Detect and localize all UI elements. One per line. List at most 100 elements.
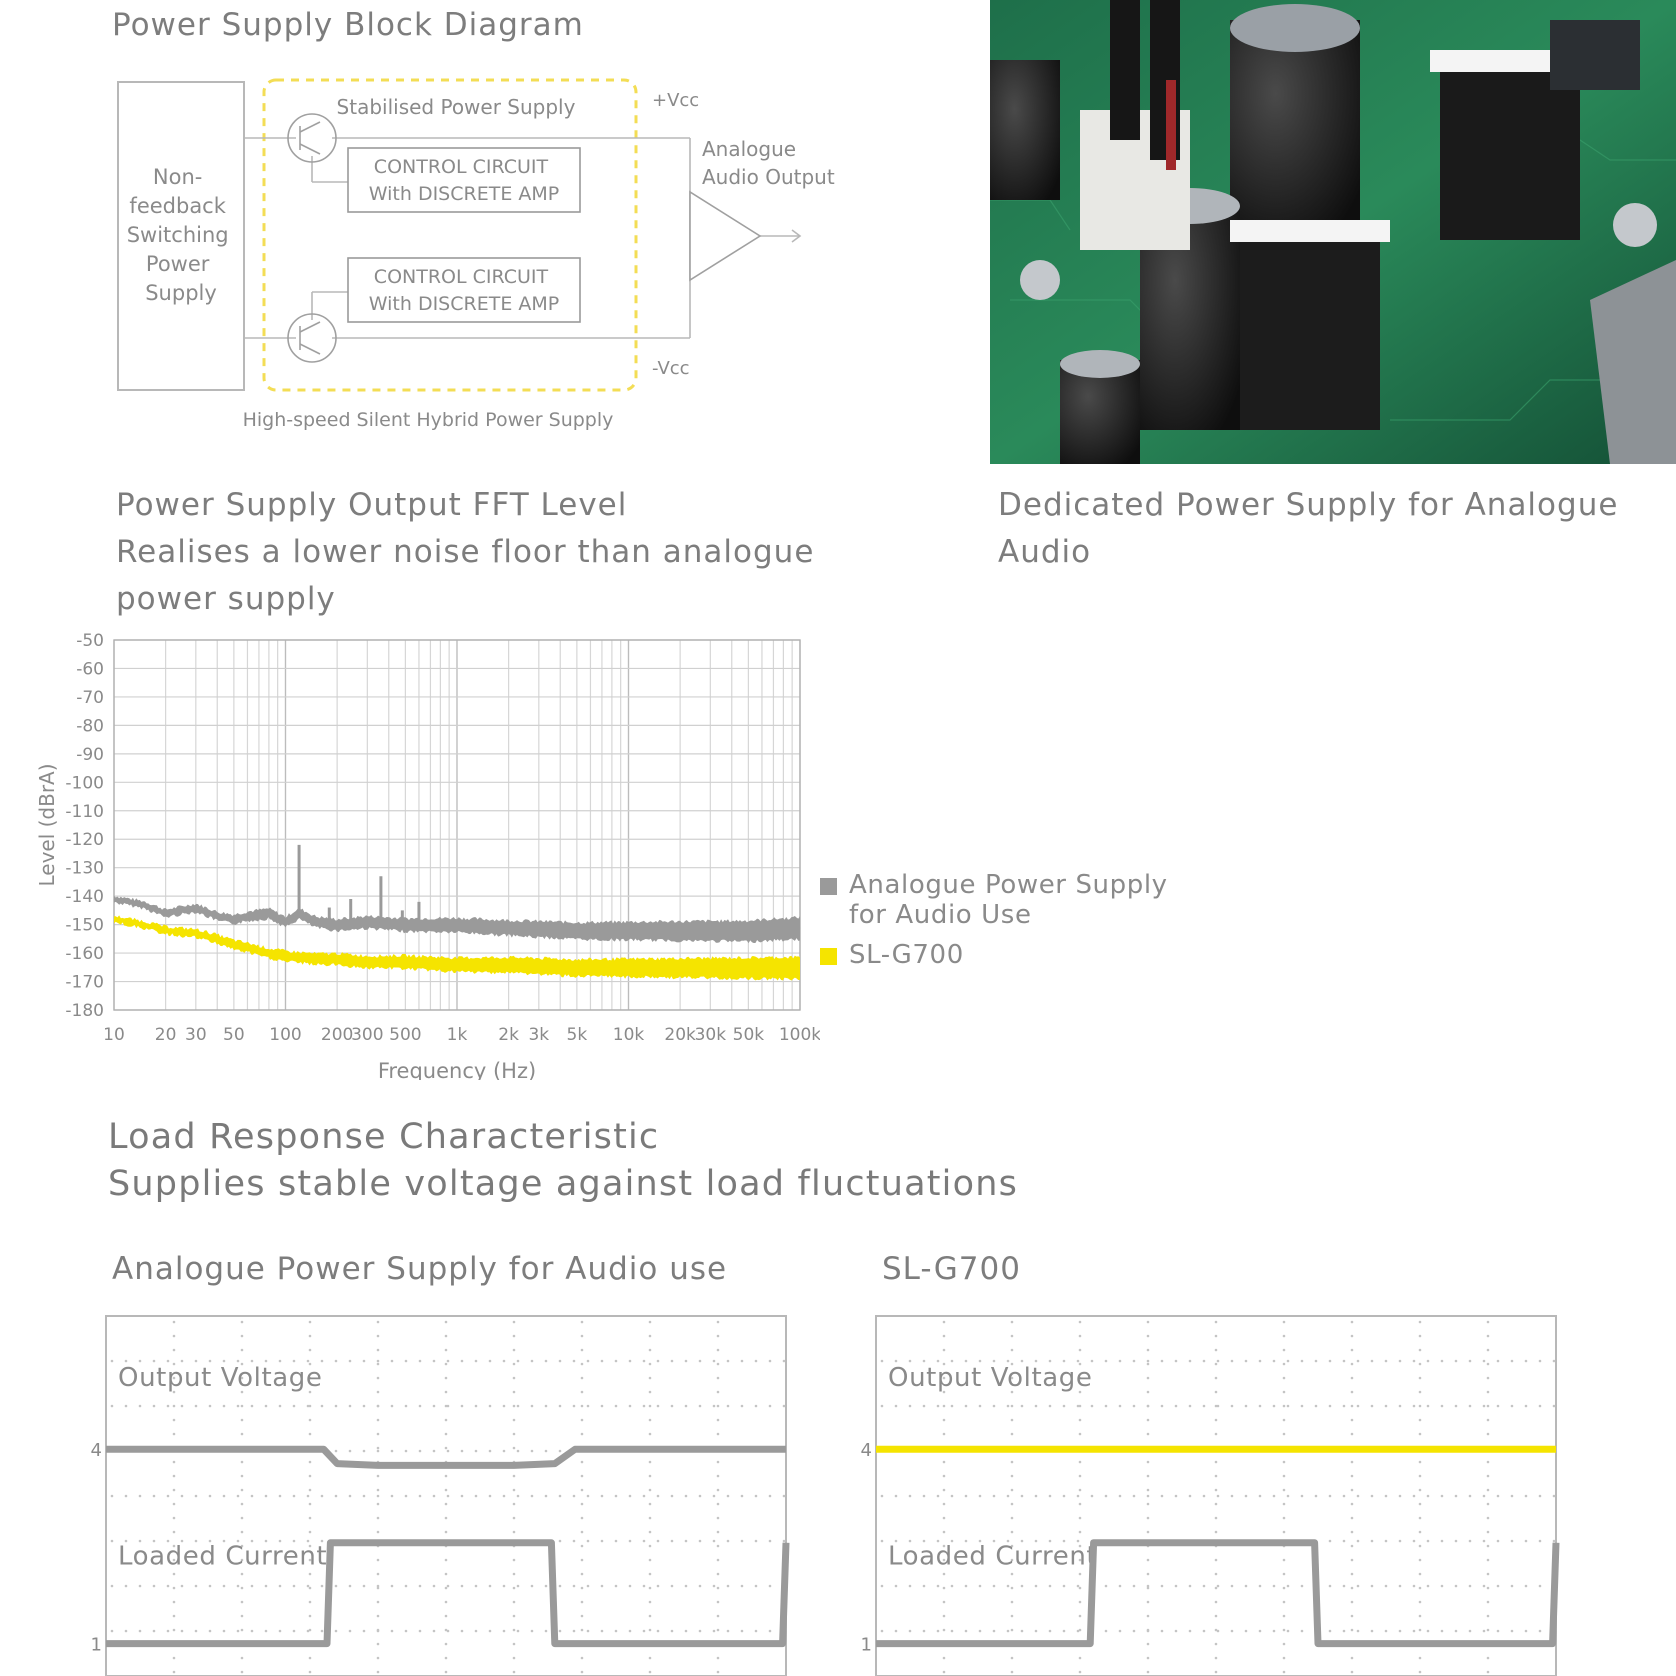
- stabilised-label: Stabilised Power Supply: [337, 95, 576, 119]
- legend-swatch-slg700: [820, 948, 837, 965]
- fft-y-tick-label: -70: [76, 688, 104, 708]
- fft-y-tick-label: -60: [76, 659, 104, 679]
- legend-swatch-analogue: [820, 878, 837, 895]
- fft-heading-line-3: power supply: [116, 581, 336, 617]
- legend-label-slg700: SL-G700: [849, 940, 964, 970]
- fft-x-tick-label: 5k: [567, 1025, 588, 1045]
- control-2-line-2: With DISCRETE AMP: [369, 293, 559, 315]
- fft-x-tick-label: 30k: [695, 1025, 727, 1045]
- scope-right-marker-1: 1: [861, 1635, 872, 1656]
- fft-x-tick-label: 20: [155, 1025, 177, 1045]
- scope-left-title: Analogue Power Supply for Audio use: [112, 1251, 728, 1287]
- photo-caption-line-2: Audio: [998, 534, 1092, 570]
- scope-left-output-voltage-label: Output Voltage: [118, 1363, 323, 1393]
- scope-right-output-voltage-label: Output Voltage: [888, 1363, 1093, 1393]
- load-response-heading: Load Response Characteristic Supplies st…: [108, 1114, 1018, 1208]
- fft-x-tick-label: 30: [185, 1025, 207, 1045]
- fft-y-tick-label: -180: [65, 1001, 104, 1021]
- scope-left-marker-4: 4: [91, 1440, 102, 1461]
- output-line-1: Analogue: [702, 137, 796, 161]
- scope-left-marker-1: 1: [91, 1635, 102, 1656]
- block-diagram-caption: High-speed Silent Hybrid Power Supply: [243, 409, 614, 431]
- scope-left-current-trace: [106, 1539, 790, 1648]
- switching-line-5: Supply: [145, 281, 217, 305]
- fft-chart: -50-60-70-80-90-100-110-120-130-140-150-…: [35, 631, 820, 1080]
- fft-y-tick-label: -80: [76, 716, 104, 736]
- fft-y-tick-label: -100: [65, 773, 104, 793]
- fft-x-tick-label: 300: [351, 1025, 383, 1045]
- output-line-2: Audio Output: [702, 165, 835, 189]
- fft-series-analogue: [113, 895, 801, 944]
- fft-x-tick-label: 500: [389, 1025, 421, 1045]
- fft-grid: [113, 639, 801, 1011]
- fft-x-tick-label: 100: [269, 1025, 301, 1045]
- scope-left-grid-dots: [110, 1320, 786, 1674]
- fft-x-tick-label: 50: [223, 1025, 245, 1045]
- legend-label-analogue: Analogue Power Supply for Audio Use: [849, 870, 1168, 930]
- scope-right-marker-4: 4: [861, 1440, 872, 1461]
- scope-right-title: SL-G700: [882, 1251, 1021, 1287]
- fft-series-analogue-line: [113, 897, 801, 932]
- output-label: Analogue Audio Output: [702, 137, 835, 189]
- circuit-board-photo: [990, 0, 1676, 464]
- fft-x-tick-label: 200: [321, 1025, 353, 1045]
- scope-right-loaded-current-label: Loaded Current: [888, 1541, 1097, 1571]
- stabilised-region: [262, 78, 638, 392]
- fft-series-slg700: [113, 915, 800, 981]
- switching-line-1: Non-: [153, 165, 202, 189]
- transistor-top-icon: [287, 113, 337, 163]
- scope-right-grid-dots: [880, 1320, 1556, 1674]
- fft-x-tick-label: 100k: [779, 1025, 820, 1045]
- fft-plot-frame: [113, 639, 801, 1011]
- fft-y-tick-label: -140: [65, 887, 104, 907]
- fft-x-tick-label: 20k: [664, 1025, 696, 1045]
- fft-x-tick-label: 3k: [528, 1025, 549, 1045]
- fft-x-tick-label: 10: [103, 1025, 125, 1045]
- amplifier-triangle-icon: [689, 190, 762, 282]
- control-2-line-1: CONTROL CIRCUIT: [374, 266, 549, 288]
- fft-y-axis-label: Level (dBrA): [35, 763, 59, 886]
- switching-supply-label: Non- feedback Switching Power Supply: [127, 165, 236, 305]
- fft-y-tick-label: -90: [76, 745, 104, 765]
- control-1-line-2: With DISCRETE AMP: [369, 183, 559, 205]
- fft-y-tick-label: -150: [65, 916, 104, 936]
- fft-x-tick-label: 10k: [613, 1025, 645, 1045]
- control-1-line-1: CONTROL CIRCUIT: [374, 156, 549, 178]
- vcc-minus-label: -Vcc: [652, 358, 690, 379]
- fft-x-axis-label: Frequency (Hz): [378, 1059, 536, 1080]
- fft-y-tick-label: -50: [76, 631, 104, 651]
- photo-caption-line-1: Dedicated Power Supply for Analogue: [998, 487, 1619, 523]
- switching-line-3: Switching: [127, 223, 229, 247]
- power-supply-block-diagram: Non- feedback Switching Power Supply Sta…: [117, 78, 835, 431]
- block-diagram-title: Power Supply Block Diagram: [112, 7, 584, 43]
- fft-y-tick-label: -160: [65, 944, 104, 964]
- fft-legend: Analogue Power Supply for Audio Use SL-G…: [820, 870, 1168, 970]
- fft-heading: Power Supply Output FFT Level Realises a…: [116, 482, 814, 623]
- legend-analogue-line-2: for Audio Use: [849, 900, 1032, 930]
- switching-line-2: feedback: [129, 194, 226, 218]
- vcc-plus-label: +Vcc: [652, 90, 699, 111]
- fft-series-slg700-line: [113, 917, 800, 969]
- transistor-bottom-icon: [287, 313, 337, 363]
- scope-left-voltage-trace: [106, 1445, 786, 1469]
- fft-heading-line-1: Power Supply Output FFT Level: [116, 487, 628, 523]
- legend-analogue-line-1: Analogue Power Supply: [849, 870, 1168, 900]
- control-circuit-box-2: [347, 257, 581, 323]
- fft-y-tick-label: -120: [65, 830, 104, 850]
- control-circuit-box-1: [347, 147, 581, 213]
- fft-heading-line-2: Realises a lower noise floor than analog…: [116, 534, 815, 570]
- legend-item-slg700: SL-G700: [820, 940, 1168, 970]
- fft-y-tick-label: -170: [65, 973, 104, 993]
- control-circuit-2-label: CONTROL CIRCUIT With DISCRETE AMP: [369, 266, 559, 315]
- fft-x-tick-label: 2k: [498, 1025, 519, 1045]
- load-heading-line-2: Supplies stable voltage against load flu…: [108, 1164, 1019, 1204]
- load-heading-line-1: Load Response Characteristic: [108, 1117, 660, 1157]
- fft-y-tick-label: -110: [65, 802, 104, 822]
- switching-supply-box: [117, 81, 245, 391]
- photo-caption: Dedicated Power Supply for Analogue Audi…: [998, 482, 1618, 576]
- scope-right-current-trace: [876, 1539, 1560, 1648]
- fft-x-tick-label: 50k: [733, 1025, 765, 1045]
- scope-left-loaded-current-label: Loaded Current: [118, 1541, 327, 1571]
